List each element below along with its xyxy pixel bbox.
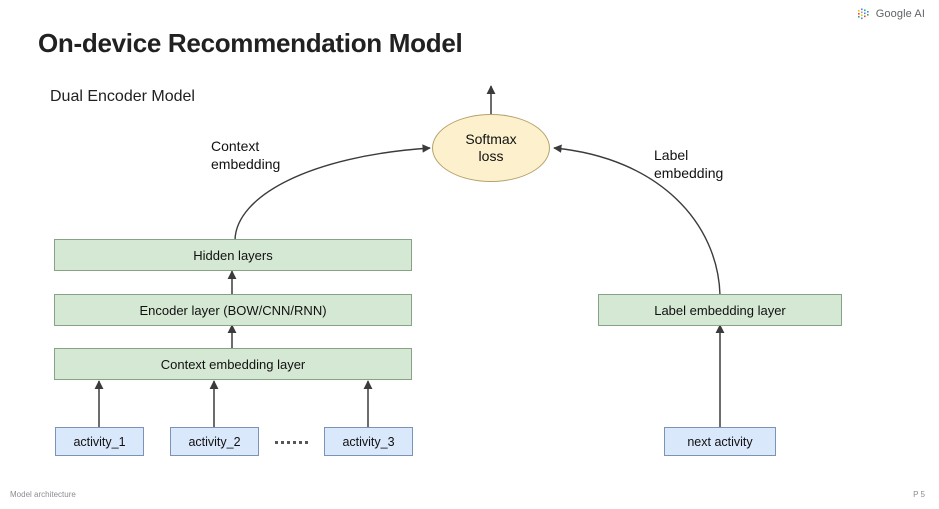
ellipsis-dot [305, 441, 308, 444]
label-embedding-layer-label: Label embedding layer [654, 302, 786, 318]
hidden-layers-label: Hidden layers [193, 247, 273, 263]
ellipsis-dot [287, 441, 290, 444]
label-embedding-line2: embedding [654, 165, 724, 182]
context-embedding-line2: embedding [211, 156, 281, 173]
node-context-embedding-layer[interactable]: Context embedding layer [54, 348, 412, 380]
softmax-label-line1: Softmax [465, 130, 517, 147]
edge-label-embedding [553, 144, 721, 296]
next-activity-label: next activity [687, 434, 753, 449]
edge-label-context-embedding: Context embedding [211, 137, 280, 173]
node-activity-3[interactable]: activity_3 [324, 427, 413, 456]
slide-subtitle: Dual Encoder Model [50, 88, 195, 105]
brand-google-ai: Google AI [857, 7, 925, 21]
node-activity-1[interactable]: activity_1 [55, 427, 144, 456]
ellipsis-dot [281, 441, 284, 444]
ellipsis-dot [299, 441, 302, 444]
node-next-activity[interactable]: next activity [664, 427, 776, 456]
node-softmax-loss[interactable]: Softmax loss [432, 114, 550, 182]
ellipsis-dot [293, 441, 296, 444]
edge-label-label-embedding: Label embedding [654, 146, 723, 182]
softmax-label-line2: loss [478, 148, 504, 164]
brand-label: Google AI [875, 8, 925, 20]
context-embedding-line1: Context [211, 138, 260, 154]
node-label-embedding-layer[interactable]: Label embedding layer [598, 294, 842, 326]
edge-context-embedding [234, 144, 431, 241]
ellipsis-dot [275, 441, 278, 444]
context-embedding-layer-label: Context embedding layer [160, 356, 306, 372]
google-ai-dots-logo-icon [857, 8, 869, 20]
encoder-layer-label: Encoder layer (BOW/CNN/RNN) [139, 302, 327, 318]
footer-page-number: P 5 [913, 490, 925, 499]
activity-ellipsis [275, 441, 308, 444]
node-encoder-layer[interactable]: Encoder layer (BOW/CNN/RNN) [54, 294, 412, 326]
activity-2-label: activity_2 [188, 434, 241, 449]
activity-1-label: activity_1 [73, 434, 126, 449]
node-hidden-layers[interactable]: Hidden layers [54, 239, 412, 271]
page-title: On-device Recommendation Model [38, 28, 463, 58]
activity-3-label: activity_3 [342, 434, 395, 449]
footer-left-text: Model architecture [10, 490, 76, 499]
label-embedding-line1: Label [654, 147, 689, 163]
node-activity-2[interactable]: activity_2 [170, 427, 259, 456]
